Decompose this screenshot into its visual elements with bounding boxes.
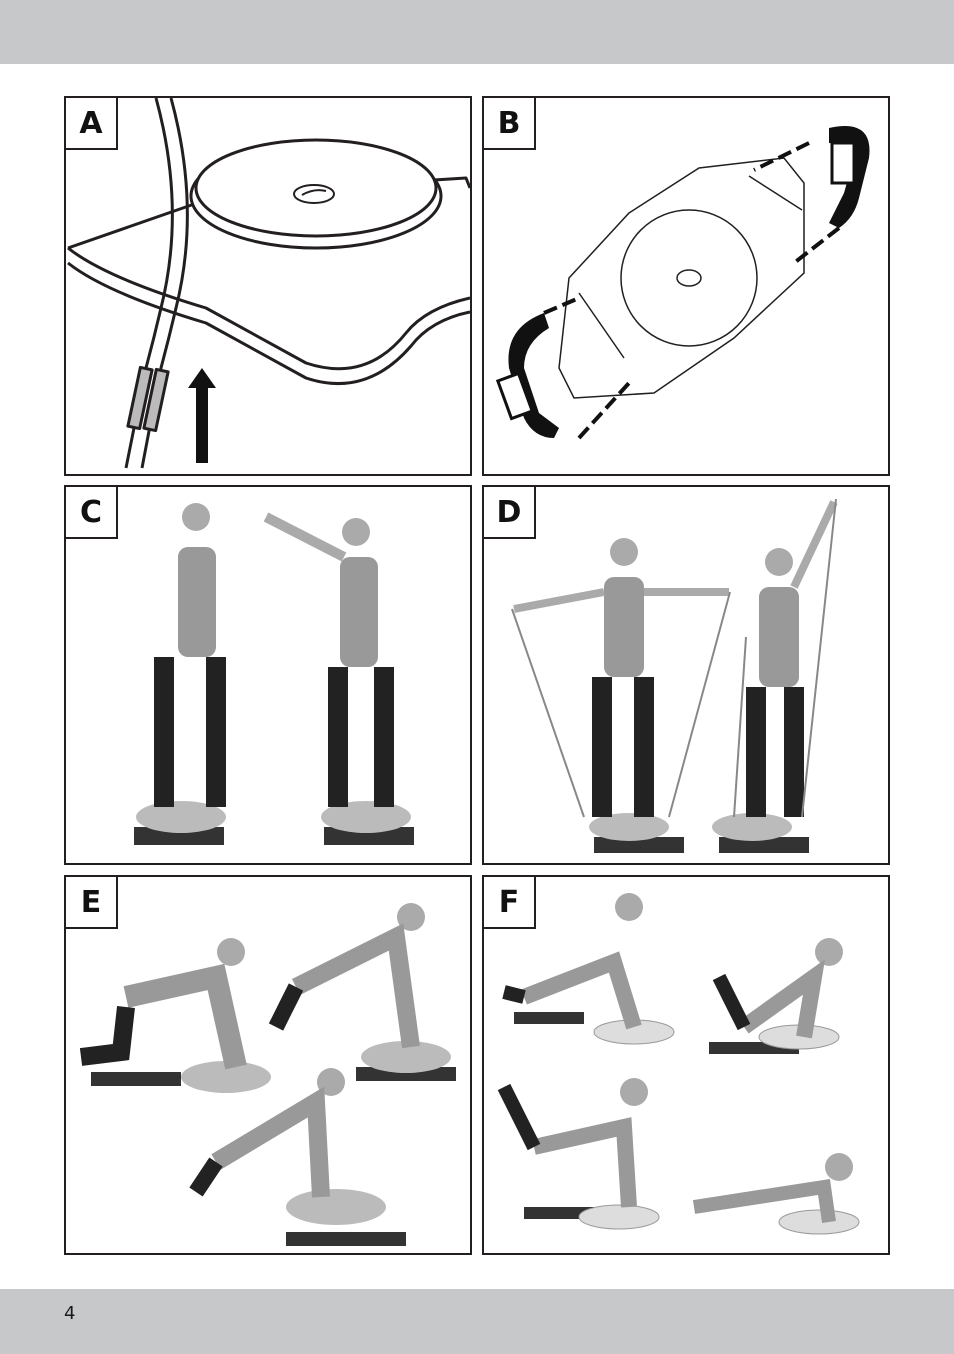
- panel-label-e: E: [64, 875, 118, 929]
- panel-label-f: F: [482, 875, 536, 929]
- top-header-band: [0, 0, 954, 64]
- figure-panel-d: D: [482, 485, 890, 865]
- panel-label-b: B: [482, 96, 536, 150]
- panel-label-c: C: [64, 485, 118, 539]
- exercise-photo-pushup-variations: [66, 877, 470, 1253]
- exercise-photo-standing-balance: [66, 487, 470, 863]
- board-tube-illustration: [66, 98, 470, 474]
- bottom-footer-band: [0, 1289, 954, 1354]
- panel-label-a: A: [64, 96, 118, 150]
- board-top-view-illustration: [484, 98, 888, 474]
- figure-panel-f: F: [482, 875, 890, 1255]
- exercise-photo-resistance-band: [484, 487, 888, 863]
- exercise-photo-kneeling-pushups: [484, 877, 888, 1253]
- figure-panel-a: A: [64, 96, 472, 476]
- panel-label-d: D: [482, 485, 536, 539]
- figure-panel-b: B: [482, 96, 890, 476]
- figure-panel-c: C: [64, 485, 472, 865]
- page-number: 4: [64, 1303, 75, 1324]
- figure-panel-e: E: [64, 875, 472, 1255]
